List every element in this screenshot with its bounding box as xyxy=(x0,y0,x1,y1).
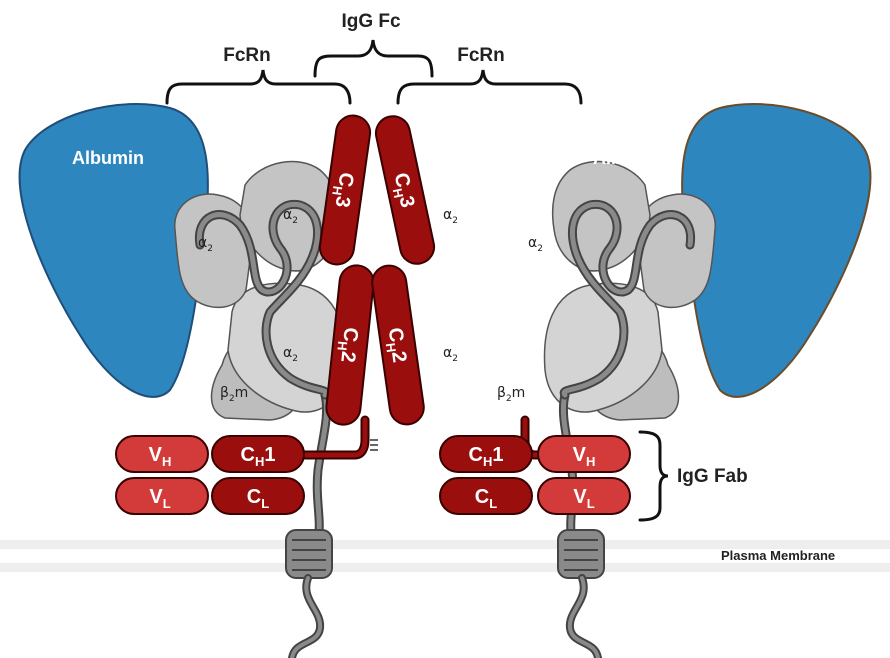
bracket-fcrn-left xyxy=(167,70,350,103)
label-igg-fc: IgG Fc xyxy=(341,11,401,32)
label-alpha2-e: α2 xyxy=(528,235,543,254)
label-igg-fab: IgG Fab xyxy=(677,466,748,487)
label-fcrn-left: FcRn xyxy=(223,45,271,66)
label-albumin-left: Albumin xyxy=(72,148,144,168)
bracket-fc xyxy=(315,40,432,76)
bracket-fab xyxy=(640,432,668,520)
fcrn-right xyxy=(545,162,716,658)
bracket-fcrn-right xyxy=(398,70,581,103)
tm-coil-left xyxy=(286,530,332,578)
label-beta2m-right: β2m xyxy=(497,385,525,404)
label-plasma-membrane: Plasma Membrane xyxy=(721,548,835,563)
label-alpha2-f: α2 xyxy=(443,345,458,364)
label-fcrn-right: FcRn xyxy=(457,45,505,66)
fab-left xyxy=(116,436,304,514)
label-albumin-right: Albumin xyxy=(593,148,665,168)
label-alpha2-d: α2 xyxy=(443,207,458,226)
